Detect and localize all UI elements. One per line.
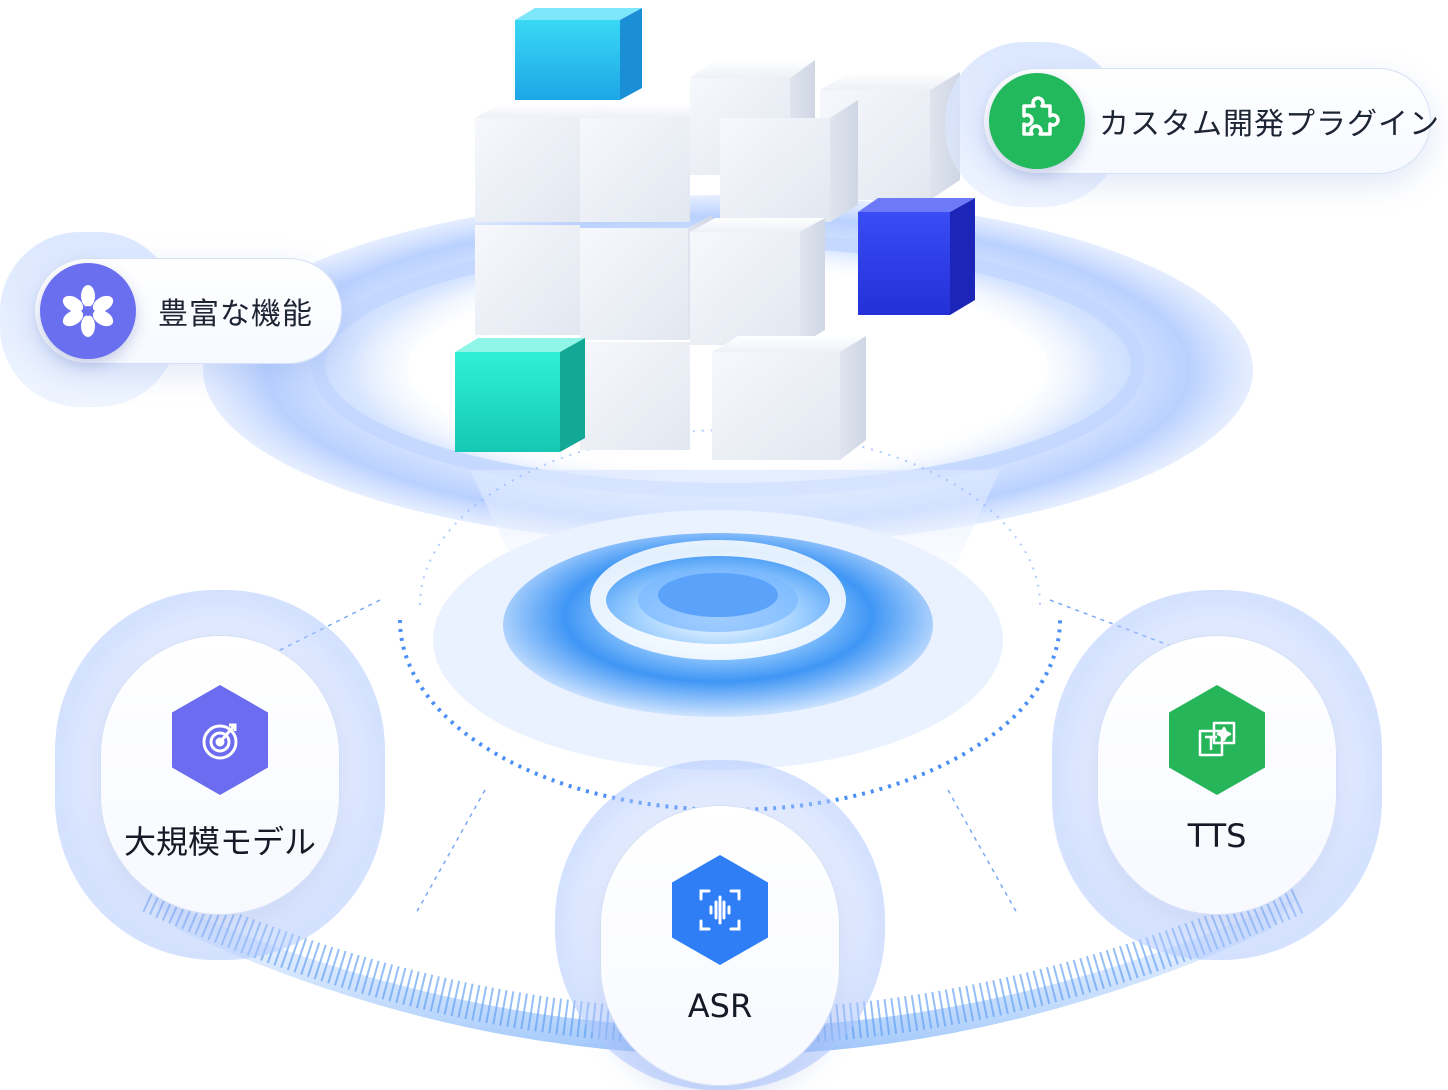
target-arrow-icon: [172, 685, 268, 795]
asr-module: ASR: [600, 805, 840, 1086]
rich-features-pill: 豊富な機能: [34, 258, 342, 364]
asterisk-flower-icon: [40, 263, 136, 359]
large-model-module: 大規模モデル: [100, 635, 340, 915]
puzzle-piece-icon: [989, 73, 1085, 169]
custom-plugins-label: カスタム開発プラグイン: [1099, 107, 1440, 142]
text-to-speech-icon: [1169, 685, 1265, 795]
custom-plugins-pill: カスタム開発プラグイン: [983, 68, 1439, 174]
tts-label: TTS: [1187, 817, 1247, 855]
rich-features-label: 豊富な機能: [158, 297, 313, 332]
large-model-label: 大規模モデル: [123, 823, 316, 861]
tts-module: TTS: [1097, 635, 1337, 915]
asr-label: ASR: [687, 987, 753, 1025]
sound-wave-scan-icon: [672, 855, 768, 965]
